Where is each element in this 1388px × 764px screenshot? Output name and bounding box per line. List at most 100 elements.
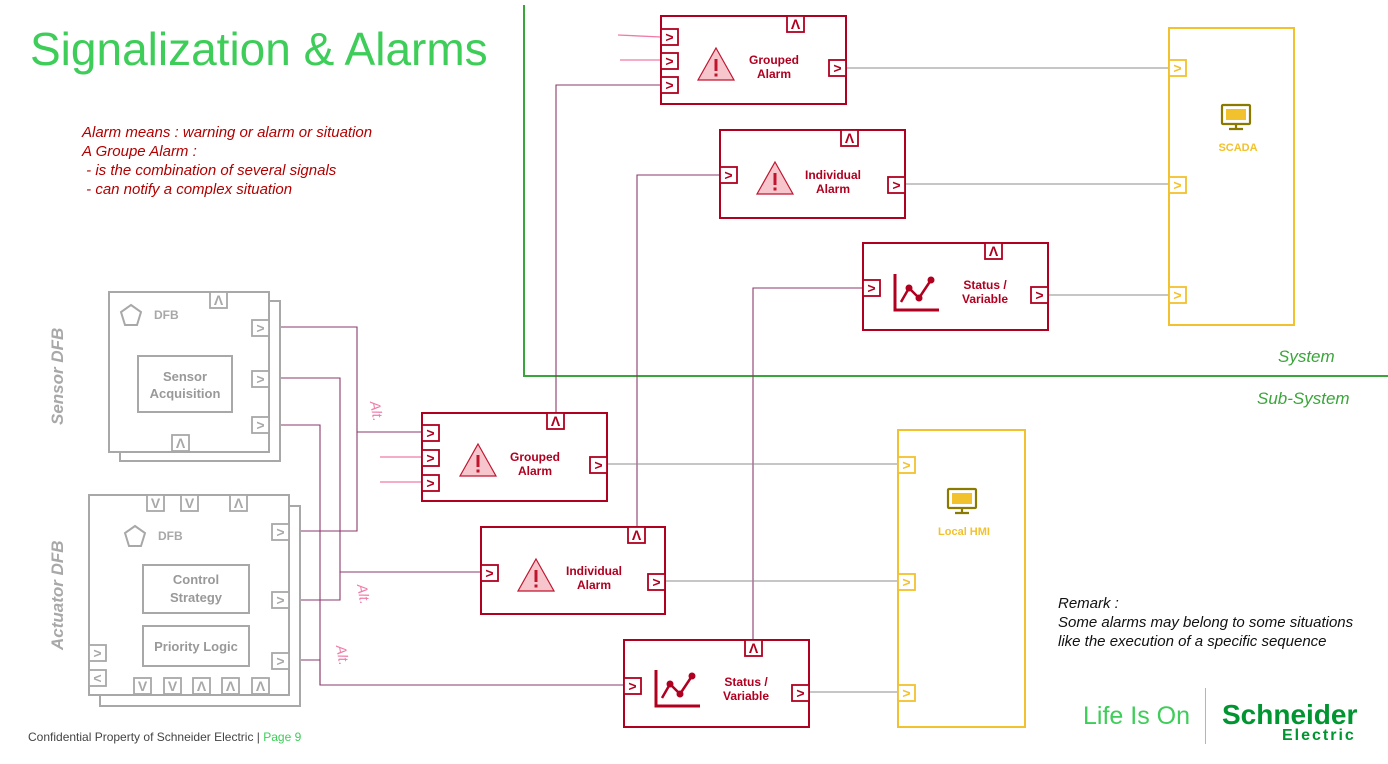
port-glyph: V [138,678,148,694]
port-glyph: > [276,653,284,669]
port-glyph: V [151,495,161,511]
port-glyph: > [628,678,636,694]
port-in-glyph: > [897,684,916,702]
remark-line: Remark : [1058,595,1119,612]
port-up-glyph: Λ [546,412,565,430]
sensor-acquisition-label: Sensor [163,369,207,384]
port-glyph: > [724,167,732,183]
port-in-glyph: > [1168,286,1187,304]
port-glyph: > [426,475,434,491]
link-sensor-out3 [269,424,624,686]
port-in-glyph: > [828,59,847,77]
control-strategy-label: Strategy [170,590,223,605]
block-label: Grouped [749,53,799,67]
port-glyph: Λ [551,413,561,429]
port-glyph: Λ [256,678,266,694]
note-line: - can notify a complex situation [82,181,293,198]
port-down-glyph: V [163,677,182,695]
priority-logic-box [142,625,250,667]
subsystem-grouped-alarm: Grouped Alarm [421,412,608,502]
input-stub [617,34,662,38]
port-glyph: Λ [845,130,855,146]
port-glyph: > [1173,60,1181,76]
note-line: Alarm means : warning or alarm or situat… [82,124,373,141]
link-actuator-out2 [290,572,341,601]
sensor-dfb-label: Sensor DFB [48,328,67,425]
port-in-glyph: > [660,76,679,94]
subsystem-label: Sub-System [1257,389,1350,408]
dfb-tag: DFB [158,529,183,543]
alt-label: Alt. [367,399,386,423]
port-in-glyph: > [1168,176,1187,194]
port-up-glyph: Λ [627,526,646,544]
port-up-glyph: Λ [786,15,805,33]
connection-lines [269,34,1169,693]
port-glyph: V [168,678,178,694]
port-glyph: Λ [989,243,999,259]
port-glyph: Λ [197,678,207,694]
link-grouped-up [555,84,661,413]
port-in-glyph: > [1030,286,1049,304]
port-in-glyph: > [897,573,916,591]
local-hmi-panel: Local HMI [897,429,1026,728]
system-grouped-alarm: Grouped Alarm [660,15,847,105]
port-glyph: > [594,457,602,473]
priority-logic-label: Priority Logic [154,639,238,654]
block-label: Status / [963,278,1007,292]
pentagon-icon [119,303,143,326]
port-glyph: Λ [749,640,759,656]
subsystem-status-variable: Status / Variable [623,639,810,728]
port-up-glyph: Λ [221,677,240,695]
port-in-glyph: > [623,677,642,695]
port-up-glyph: Λ [192,677,211,695]
port-glyph: > [485,565,493,581]
link-sensor-out1 [269,326,422,433]
port-glyph: > [652,574,660,590]
port-glyph: > [256,320,264,336]
scada-label: SCADA [1218,142,1257,154]
sensor-acquisition-label: Acquisition [150,386,221,401]
pentagon-icon [123,524,147,547]
block-label: Alarm [577,578,611,592]
port-glyph: > [902,574,910,590]
port-in-glyph: > [1168,59,1187,77]
port-glyph: Λ [791,16,801,32]
scada-panel: SCADA [1168,27,1295,326]
system-status-variable: Status / Variable [862,242,1049,331]
port-in-glyph: > [647,573,666,591]
system-label: System [1278,347,1335,366]
block-label: Alarm [757,67,791,81]
port-in-glyph: > [421,424,440,442]
port-glyph: > [665,29,673,45]
port-glyph: Λ [632,527,642,543]
port-glyph: V [185,495,195,511]
port-in-glyph: > [421,449,440,467]
system-boundary [523,5,1388,377]
port-up-glyph: Λ [744,639,763,657]
schneider-logo-top: Schneider [1222,699,1358,730]
port-in-glyph: > [251,416,270,434]
port-glyph: > [1035,287,1043,303]
port-glyph: Λ [226,678,236,694]
port-glyph: > [796,685,804,701]
status-block-frame [623,639,810,728]
port-up-glyph: Λ [840,129,859,147]
port-in-glyph: > [660,28,679,46]
note-line: - is the combination of several signals [82,162,337,179]
link-status-up [752,287,863,640]
port-in-glyph: > [719,166,738,184]
monitor-icon [1220,103,1252,131]
port-glyph: > [902,685,910,701]
block-label: Status / [724,675,768,689]
alarm-block-frame [421,412,608,502]
port-in-glyph: > [660,52,679,70]
remark-line: like the execution of a specific sequenc… [1058,633,1327,650]
block-label: Variable [723,689,769,703]
page-title: Signalization & Alarms [30,23,488,75]
link-sensor-out2 [269,377,481,573]
port-glyph: Λ [214,292,224,308]
block-label: Alarm [816,182,850,196]
port-glyph: > [902,457,910,473]
